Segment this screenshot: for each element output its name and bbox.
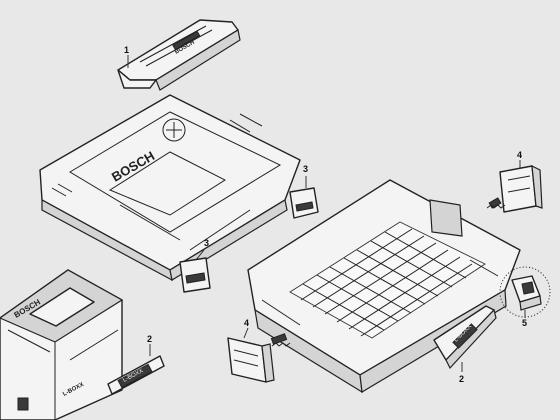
callout-2-tray: 2: [459, 374, 464, 384]
lid: BOSCH: [39, 94, 301, 282]
clip-left: [179, 249, 211, 293]
tray-handle: L-BOXX: [433, 305, 497, 372]
callout-5: 5: [522, 318, 527, 328]
callout-3-left: 3: [204, 238, 209, 248]
latch-left: [227, 327, 275, 383]
callout-3-right: 3: [303, 164, 308, 174]
spring-left: [271, 342, 291, 347]
latch-right: [499, 160, 543, 213]
clip-right: [289, 176, 319, 219]
top-handle: BOSCH: [117, 19, 241, 91]
callout-4-right: 4: [517, 150, 522, 160]
connector-part: [499, 266, 551, 318]
tray: [247, 179, 521, 394]
callout-2-case: 2: [147, 334, 152, 344]
callout-1: 1: [124, 45, 129, 55]
tray-grid-lines: [300, 228, 473, 337]
callout-4-left: 4: [244, 318, 249, 328]
closed-case: BOSCH L-BOXX: [0, 269, 124, 420]
spring-right: [486, 204, 506, 209]
